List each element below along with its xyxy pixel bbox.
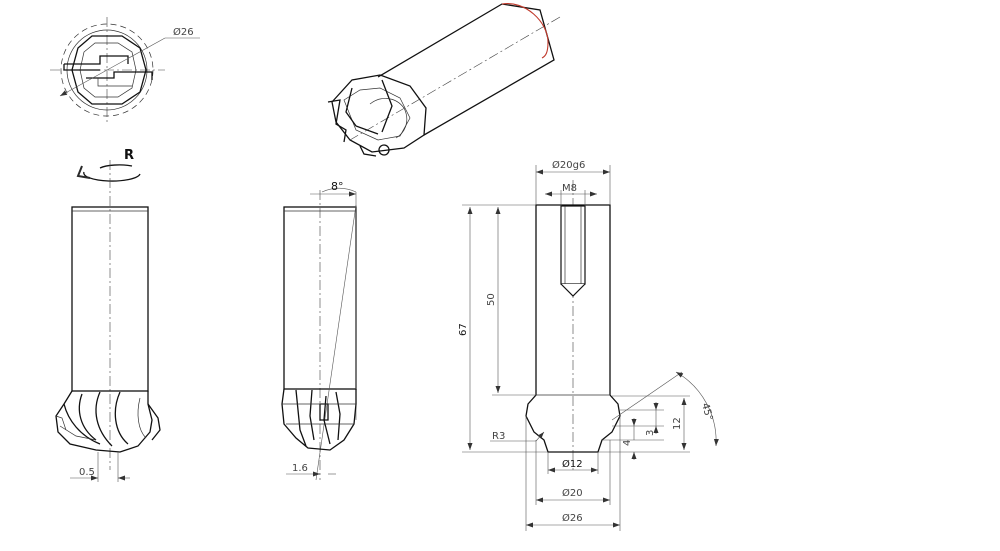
section-view: Ø20g6 M8 67 50 12 3 4 45°	[458, 159, 719, 531]
chamfer-angle-label: 45°	[699, 402, 714, 422]
shank-length-label: 50	[486, 293, 497, 306]
isometric-view	[327, 3, 561, 157]
shank-diameter-label: Ø20g6	[552, 159, 585, 171]
thread-label: M8	[562, 183, 577, 194]
offset-1-6-label: 1.6	[292, 463, 308, 474]
tip-diameter-label: Ø12	[562, 458, 583, 470]
overall-length-label: 67	[458, 323, 469, 336]
end-view: Ø26	[50, 17, 200, 122]
front-view: R 0.5	[55, 148, 161, 482]
head-height-label: 12	[672, 417, 683, 430]
radius-step-label: 3	[645, 430, 656, 436]
tip-step-label: 4	[622, 440, 633, 446]
rotation-label: R	[124, 148, 134, 163]
offset-0-5-label: 0.5	[79, 467, 95, 478]
cutter-diameter-label: Ø26	[562, 512, 583, 524]
helix-angle-label: 8°	[331, 180, 344, 193]
corner-radius-label: R3	[492, 431, 505, 442]
side-view: 8° 1.6	[281, 180, 357, 481]
neck-diameter-label: Ø20	[562, 487, 583, 499]
end-view-diameter-label: Ø26	[173, 26, 194, 38]
